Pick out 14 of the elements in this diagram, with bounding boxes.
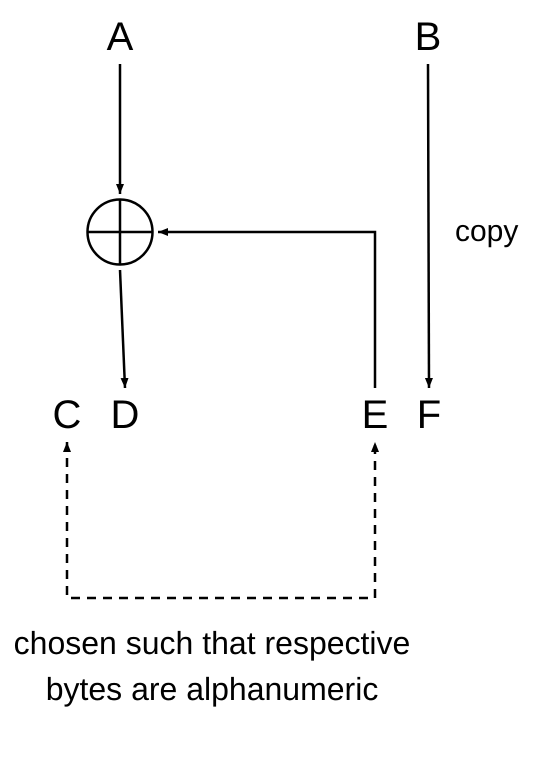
arrow [116, 64, 124, 194]
edge-label: copy [455, 215, 518, 249]
node-label: D [110, 395, 140, 435]
node-label: A [106, 17, 134, 57]
arrow [118, 270, 129, 388]
node-label: B [414, 17, 442, 57]
xor-symbol [86, 198, 154, 266]
arrow [424, 64, 433, 388]
node-label: F [416, 395, 442, 435]
dashed-arrow [63, 442, 379, 600]
node-label: E [362, 395, 388, 435]
node-label: C [52, 395, 82, 435]
note-text: chosen such that respective bytes are alphanumeric [12, 624, 412, 709]
arrow [158, 228, 376, 388]
